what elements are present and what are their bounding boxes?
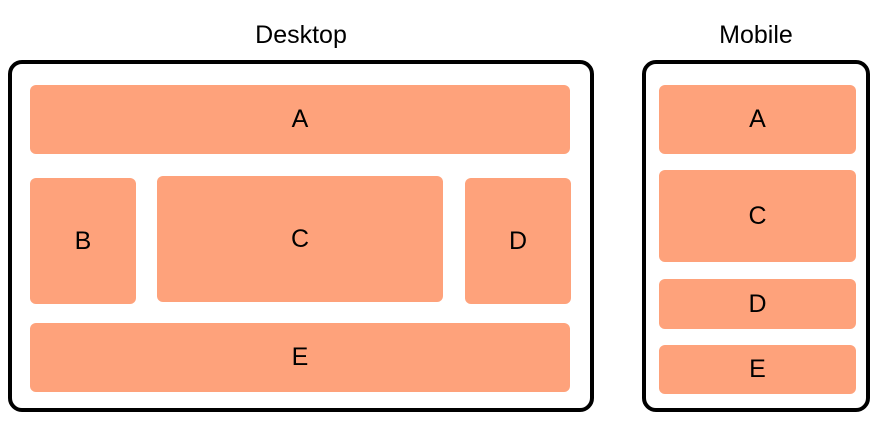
mobile-block-e: E: [659, 345, 856, 394]
desktop-title: Desktop: [255, 21, 347, 49]
desktop-block-d: D: [465, 178, 571, 304]
desktop-block-e: E: [30, 323, 570, 392]
desktop-block-a: A: [30, 85, 570, 154]
mobile-block-c: C: [659, 170, 856, 262]
mobile-block-a: A: [659, 85, 856, 154]
mobile-block-d: D: [659, 279, 856, 329]
mobile-title: Mobile: [719, 21, 793, 49]
desktop-block-b: B: [30, 178, 136, 304]
desktop-block-c: C: [157, 176, 443, 302]
